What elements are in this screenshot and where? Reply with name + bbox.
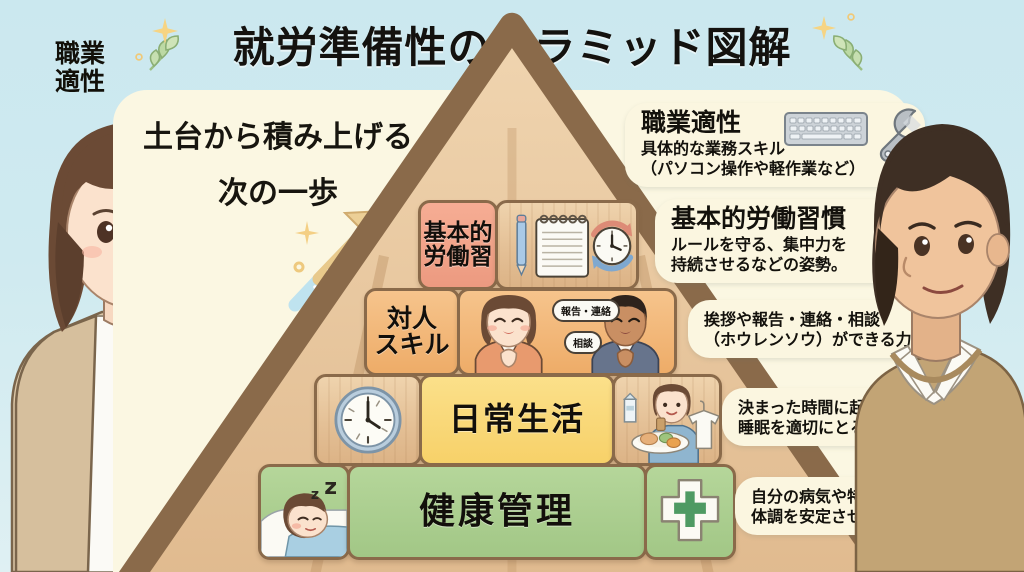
callout-1-body-line-1: 具体的な業務スキル — [641, 138, 786, 158]
callout-1-body-line-2: （パソコン操作や軽作業など） — [641, 158, 866, 178]
callout-1-title: 職業適性 — [641, 108, 742, 137]
pyramid-tier-2-icon-block[interactable] — [495, 200, 639, 290]
speech-bubble-consult: 相談 — [564, 331, 602, 354]
shirt-icon — [687, 400, 719, 450]
pyramid-tier-3-block-label[interactable]: 対人 スキル — [364, 288, 460, 376]
pyramid-tier-2-block-label[interactable]: 基本的 労働習 — [418, 200, 498, 290]
pyramid-tier-1[interactable]: 職業 適性 — [0, 0, 906, 572]
callout-2-title: 基本的労働習慣 — [671, 204, 847, 233]
callout-2-body-line-2: 持続させるなどの姿勢。 — [671, 254, 848, 274]
tier-1-label-line-1: 職業 — [54, 39, 105, 68]
pyramid-tier-2-label: 基本的 労働習 — [424, 221, 493, 269]
sleep-z-large: z — [324, 475, 337, 500]
sleeping-person-icon — [261, 493, 347, 557]
pyramid-tier-4-label: 日常生活 — [448, 400, 585, 439]
milk-carton-icon — [622, 392, 638, 423]
headline: 土台から積み上げる 次の一歩 — [128, 110, 428, 221]
woman-icon — [474, 295, 543, 373]
pyramid-tier-5-icon-block[interactable] — [644, 464, 736, 560]
pyramid-tier-3: 対人 スキル — [364, 288, 677, 376]
keyboard-icon — [784, 112, 868, 146]
pyramid-tier-2: 基本的 労働習 — [418, 200, 639, 290]
pyramid-tier-3-icon-block[interactable]: 報告・連絡 相談 — [457, 288, 677, 376]
clock-cycle-icon — [590, 220, 634, 272]
pyramid-tier-4: 日常生活 — [314, 374, 722, 466]
tier-2-label-line-2: 労働習 — [423, 244, 493, 270]
tier-3-label-line-2: スキル — [374, 330, 450, 359]
sparkle-icon — [135, 53, 143, 61]
leaf-sprig-icon — [149, 35, 180, 71]
medical-cross-icon — [660, 479, 720, 542]
tier-2-label-line-1: 基本的 — [423, 219, 493, 246]
leaf-sprig-icon — [832, 35, 863, 71]
pyramid-tier-5-block-label[interactable]: 健康管理 — [347, 464, 647, 560]
pyramid-tier-1-label: 職業 適性 — [0, 40, 160, 96]
speech-bubble-report: 報告・連絡 — [552, 299, 620, 322]
wall-clock-icon — [334, 386, 402, 454]
sparkle-icon — [812, 16, 836, 40]
callout-2-body-line-1: ルールを守る、集中力を — [671, 234, 848, 254]
pyramid-tier-5-label: 健康管理 — [418, 491, 575, 533]
daily-life-icons-group — [622, 384, 719, 463]
man-listener-illustration — [854, 124, 1024, 572]
headline-line-1: 土台から積み上げる — [143, 120, 413, 155]
notepad-icon — [535, 214, 590, 278]
sparkle-icon — [847, 13, 855, 21]
sleep-z-small: z — [310, 487, 319, 503]
meal-tray-icon — [631, 417, 690, 454]
tier-2-icons-group — [516, 214, 634, 278]
pyramid-tier-4-block-label[interactable]: 日常生活 — [419, 374, 615, 466]
pencil-icon — [516, 214, 527, 277]
man-icon — [591, 295, 660, 373]
sparkle-icon — [152, 18, 178, 44]
pyramid-tier-4-clock-block[interactable] — [314, 374, 422, 466]
callout-vocational-aptitude: 職業適性 具体的な業務スキル （パソコン操作や軽作業など） — [625, 103, 925, 188]
callout-3-body-line-1: 挨拶や報告・連絡・相談 — [704, 310, 881, 329]
tier-1-label-line-2: 適性 — [54, 67, 105, 96]
tier-3-label-line-1: 対人 — [386, 303, 437, 333]
pyramid-tier-3-label: 対人 スキル — [374, 303, 450, 359]
callout-3-body-line-2: （ホウレンソウ）ができる力。 — [704, 330, 928, 350]
tier-3-people-group — [474, 295, 660, 373]
pyramid-tier-5: z z 健康管理 — [258, 464, 736, 560]
headline-line-2: 次の一歩 — [218, 175, 338, 211]
pyramid-tier-5-sleep-block[interactable]: z z — [258, 464, 350, 560]
pyramid-tier-4-icon-block[interactable] — [612, 374, 722, 466]
